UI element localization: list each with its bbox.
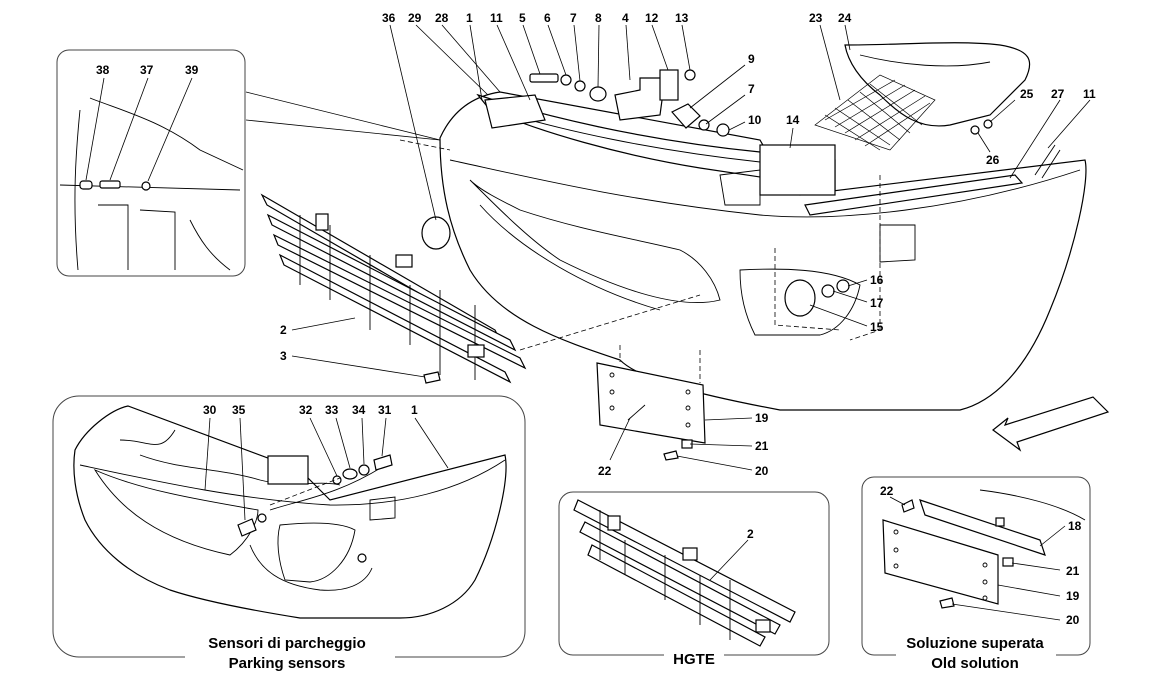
callout-3: 3 <box>280 349 287 363</box>
callout-22: 22 <box>598 464 612 478</box>
leader-lines <box>291 24 1091 471</box>
callout-27: 27 <box>1051 87 1065 101</box>
old-solution-inset: 22 18 21 19 20 Soluzione superata Old so… <box>861 476 1091 672</box>
callout-1: 1 <box>466 11 473 25</box>
side-intake <box>739 268 861 336</box>
callout-36: 36 <box>382 11 396 25</box>
callout-11b: 11 <box>1083 87 1096 101</box>
callout-6: 6 <box>544 11 551 25</box>
callout-20: 20 <box>755 464 769 478</box>
callout-11: 11 <box>490 11 503 25</box>
callout-2b: 2 <box>747 527 754 541</box>
callout-28: 28 <box>435 11 449 25</box>
callouts-main: 36 29 28 1 11 5 6 7 8 4 12 13 9 7 10 14 … <box>96 11 1096 478</box>
bumper-shell <box>439 91 1087 411</box>
parking-caption-it: Sensori di parcheggio <box>208 635 366 652</box>
hgte-caption: HGTE <box>673 651 715 668</box>
front-bumper-assembly <box>260 42 1110 461</box>
callout-31: 31 <box>378 403 392 417</box>
parking-caption-en: Parking sensors <box>229 655 346 672</box>
callout-33: 33 <box>325 403 339 417</box>
callout-5: 5 <box>519 11 526 25</box>
central-intake <box>469 179 721 303</box>
bracket-4 <box>614 77 666 121</box>
callout-7: 7 <box>570 11 577 25</box>
callout-19: 19 <box>755 411 769 425</box>
old-caption-it: Soluzione superata <box>906 635 1044 652</box>
old-caption-en: Old solution <box>931 655 1019 672</box>
trim-strip <box>804 174 1024 216</box>
callout-15: 15 <box>870 320 884 334</box>
callout-35: 35 <box>232 403 246 417</box>
tow-hook-cap <box>421 216 451 250</box>
air-duct <box>844 42 1031 127</box>
callout-13: 13 <box>675 11 689 25</box>
callout-9: 9 <box>748 52 755 66</box>
detail-inset-fasteners <box>56 49 441 277</box>
callout-24: 24 <box>838 11 852 25</box>
callout-34: 34 <box>352 403 366 417</box>
callout-32: 32 <box>299 403 313 417</box>
callout-12: 12 <box>645 11 659 25</box>
licence-plate-bracket <box>596 362 706 444</box>
callout-26: 26 <box>986 153 1000 167</box>
callout-30: 30 <box>203 403 217 417</box>
callout-17: 17 <box>870 296 884 310</box>
callout-10: 10 <box>748 113 762 127</box>
callout-1b: 1 <box>411 403 418 417</box>
callout-20b: 20 <box>1066 613 1080 627</box>
callout-7b: 7 <box>748 82 755 96</box>
callout-39: 39 <box>185 63 199 77</box>
callout-18: 18 <box>1068 519 1082 533</box>
front-grille <box>260 193 527 384</box>
callout-38: 38 <box>96 63 110 77</box>
callout-8: 8 <box>595 11 602 25</box>
hgte-inset: 2 HGTE <box>558 491 830 668</box>
callout-2: 2 <box>280 323 287 337</box>
callout-37: 37 <box>140 63 154 77</box>
mesh-net <box>814 74 936 151</box>
callout-29: 29 <box>408 11 422 25</box>
callout-21b: 21 <box>1066 564 1080 578</box>
callout-22b: 22 <box>880 484 894 498</box>
callout-14: 14 <box>786 113 800 127</box>
parking-sensors-inset: 30 35 32 33 34 31 1 Sensori di parcheggi… <box>52 395 526 672</box>
callout-4: 4 <box>622 11 629 25</box>
callout-25: 25 <box>1020 87 1034 101</box>
callout-16: 16 <box>870 273 884 287</box>
callout-21: 21 <box>755 439 769 453</box>
callout-19b: 19 <box>1066 589 1080 603</box>
direction-arrow <box>992 396 1110 452</box>
callout-23: 23 <box>809 11 823 25</box>
